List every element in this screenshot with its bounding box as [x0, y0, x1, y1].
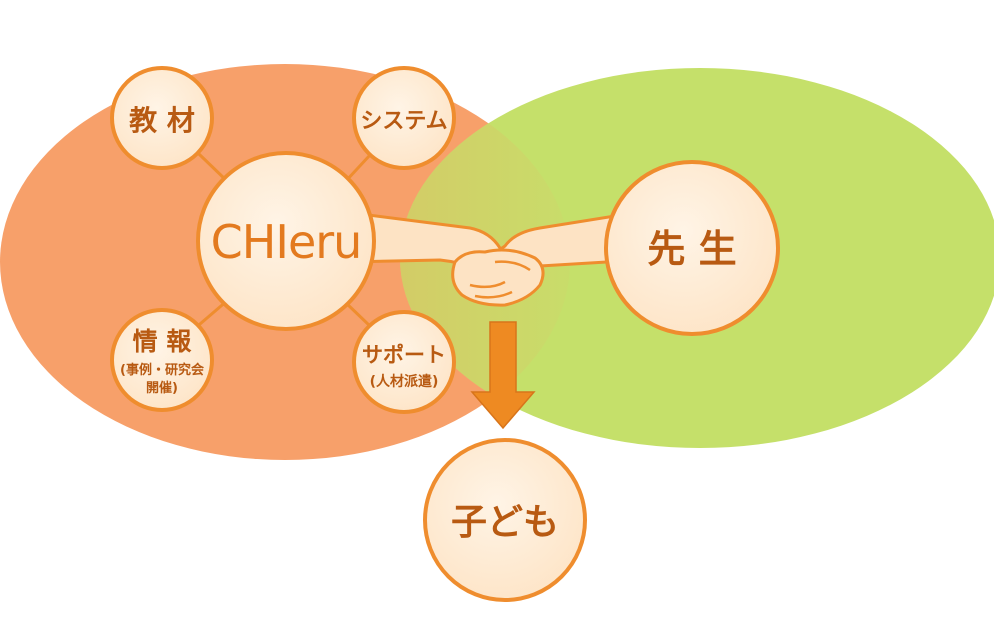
node-system-label: システム	[360, 109, 447, 134]
node-teacher-label: 先 生	[647, 227, 736, 271]
node-information-sub1: (事例・研究会	[120, 362, 205, 378]
arrow-down-icon	[470, 321, 536, 430]
brand-logo-text: CHIeru	[211, 215, 362, 269]
node-information-label: 情 報	[133, 327, 193, 356]
node-support-sub1: (人材派遣)	[370, 373, 439, 390]
node-materials-label: 教 材	[129, 104, 195, 137]
node-children-label: 子ども	[451, 502, 559, 543]
node-center: CHIeru	[196, 151, 376, 331]
node-information-sub2: 開催)	[146, 380, 178, 396]
node-support-label: サポート	[362, 343, 446, 367]
node-support: サポート (人材派遣)	[352, 310, 456, 414]
handshake-icon	[343, 210, 642, 307]
node-information: 情 報 (事例・研究会 開催)	[110, 308, 214, 412]
node-materials: 教 材	[110, 66, 214, 170]
node-teacher: 先 生	[604, 160, 780, 336]
node-children: 子ども	[423, 438, 587, 602]
node-system: システム	[352, 66, 456, 170]
